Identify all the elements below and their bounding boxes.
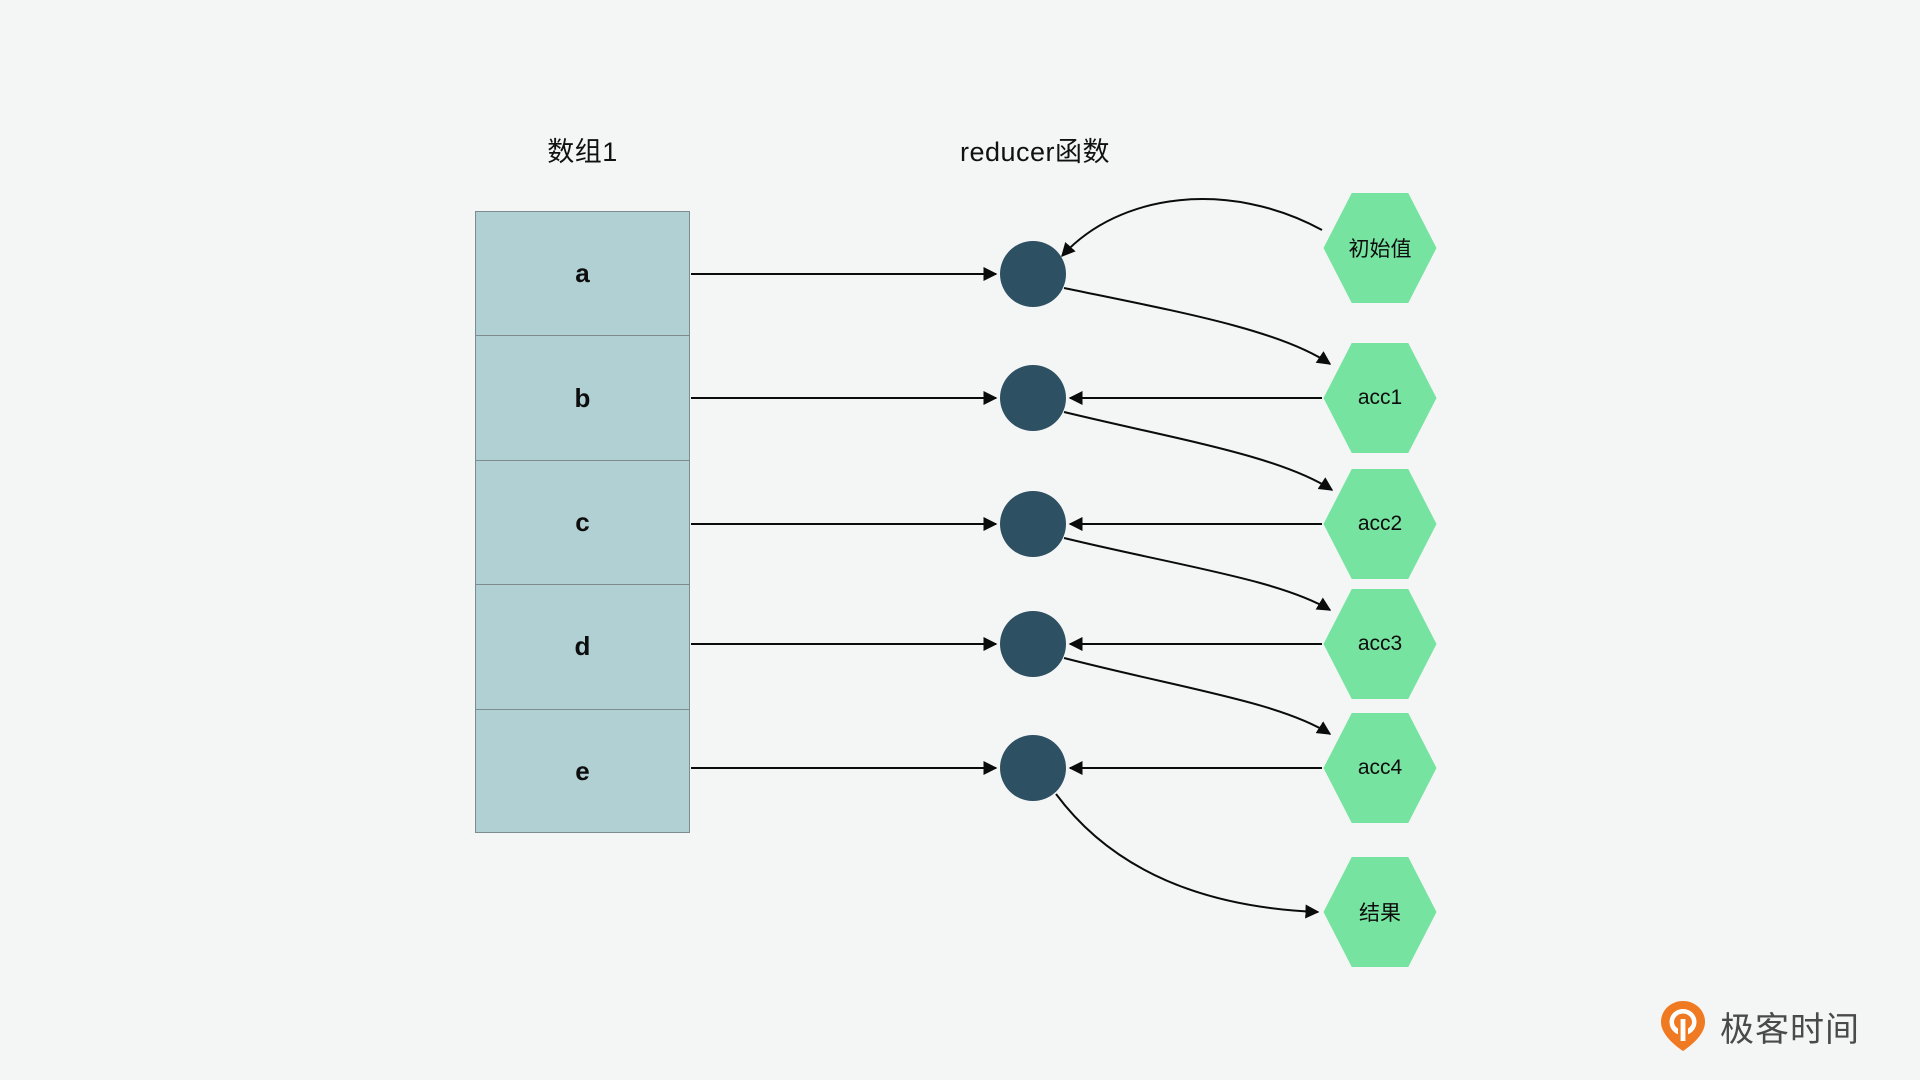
edge-initial-to-step1	[1061, 198, 1323, 258]
reducer-step-node[interactable]	[1000, 365, 1066, 431]
edge-step4-to-acc4	[1063, 657, 1332, 735]
array-container: a b c d e	[475, 211, 690, 833]
reducer-step-node[interactable]	[1000, 735, 1066, 801]
reducer-step-node[interactable]	[1000, 241, 1066, 307]
geektime-logo-icon	[1661, 1001, 1705, 1051]
accumulator-hexagon[interactable]: acc4	[1323, 713, 1437, 823]
reducer-step-node[interactable]	[1000, 491, 1066, 557]
accumulator-hexagon[interactable]: 初始值	[1323, 193, 1437, 303]
array-cell[interactable]: e	[575, 756, 590, 787]
array-cell[interactable]: c	[476, 461, 689, 586]
watermark-text: 极客时间	[1720, 1010, 1860, 1049]
array-title: 数组1	[547, 137, 618, 167]
edge-step1-to-acc1	[1063, 287, 1332, 365]
array-cell[interactable]: d	[476, 585, 689, 710]
accumulator-hexagon[interactable]: acc2	[1323, 469, 1437, 579]
watermark: 极客时间	[1660, 1000, 1860, 1052]
accumulator-hexagon[interactable]: acc3	[1323, 589, 1437, 699]
edge-step5-to-result	[1055, 793, 1320, 919]
edge-step3-to-acc3	[1063, 537, 1332, 611]
accumulator-hexagon[interactable]: 结果	[1323, 857, 1437, 967]
reducer-title: reducer函数	[959, 137, 1111, 167]
edge-step2-to-acc2	[1063, 411, 1334, 491]
reducer-step-node[interactable]	[1000, 611, 1066, 677]
array-cell[interactable]: a	[476, 212, 689, 337]
accumulator-hexagon[interactable]: acc1	[1323, 343, 1437, 453]
array-cell[interactable]: b	[476, 336, 689, 461]
